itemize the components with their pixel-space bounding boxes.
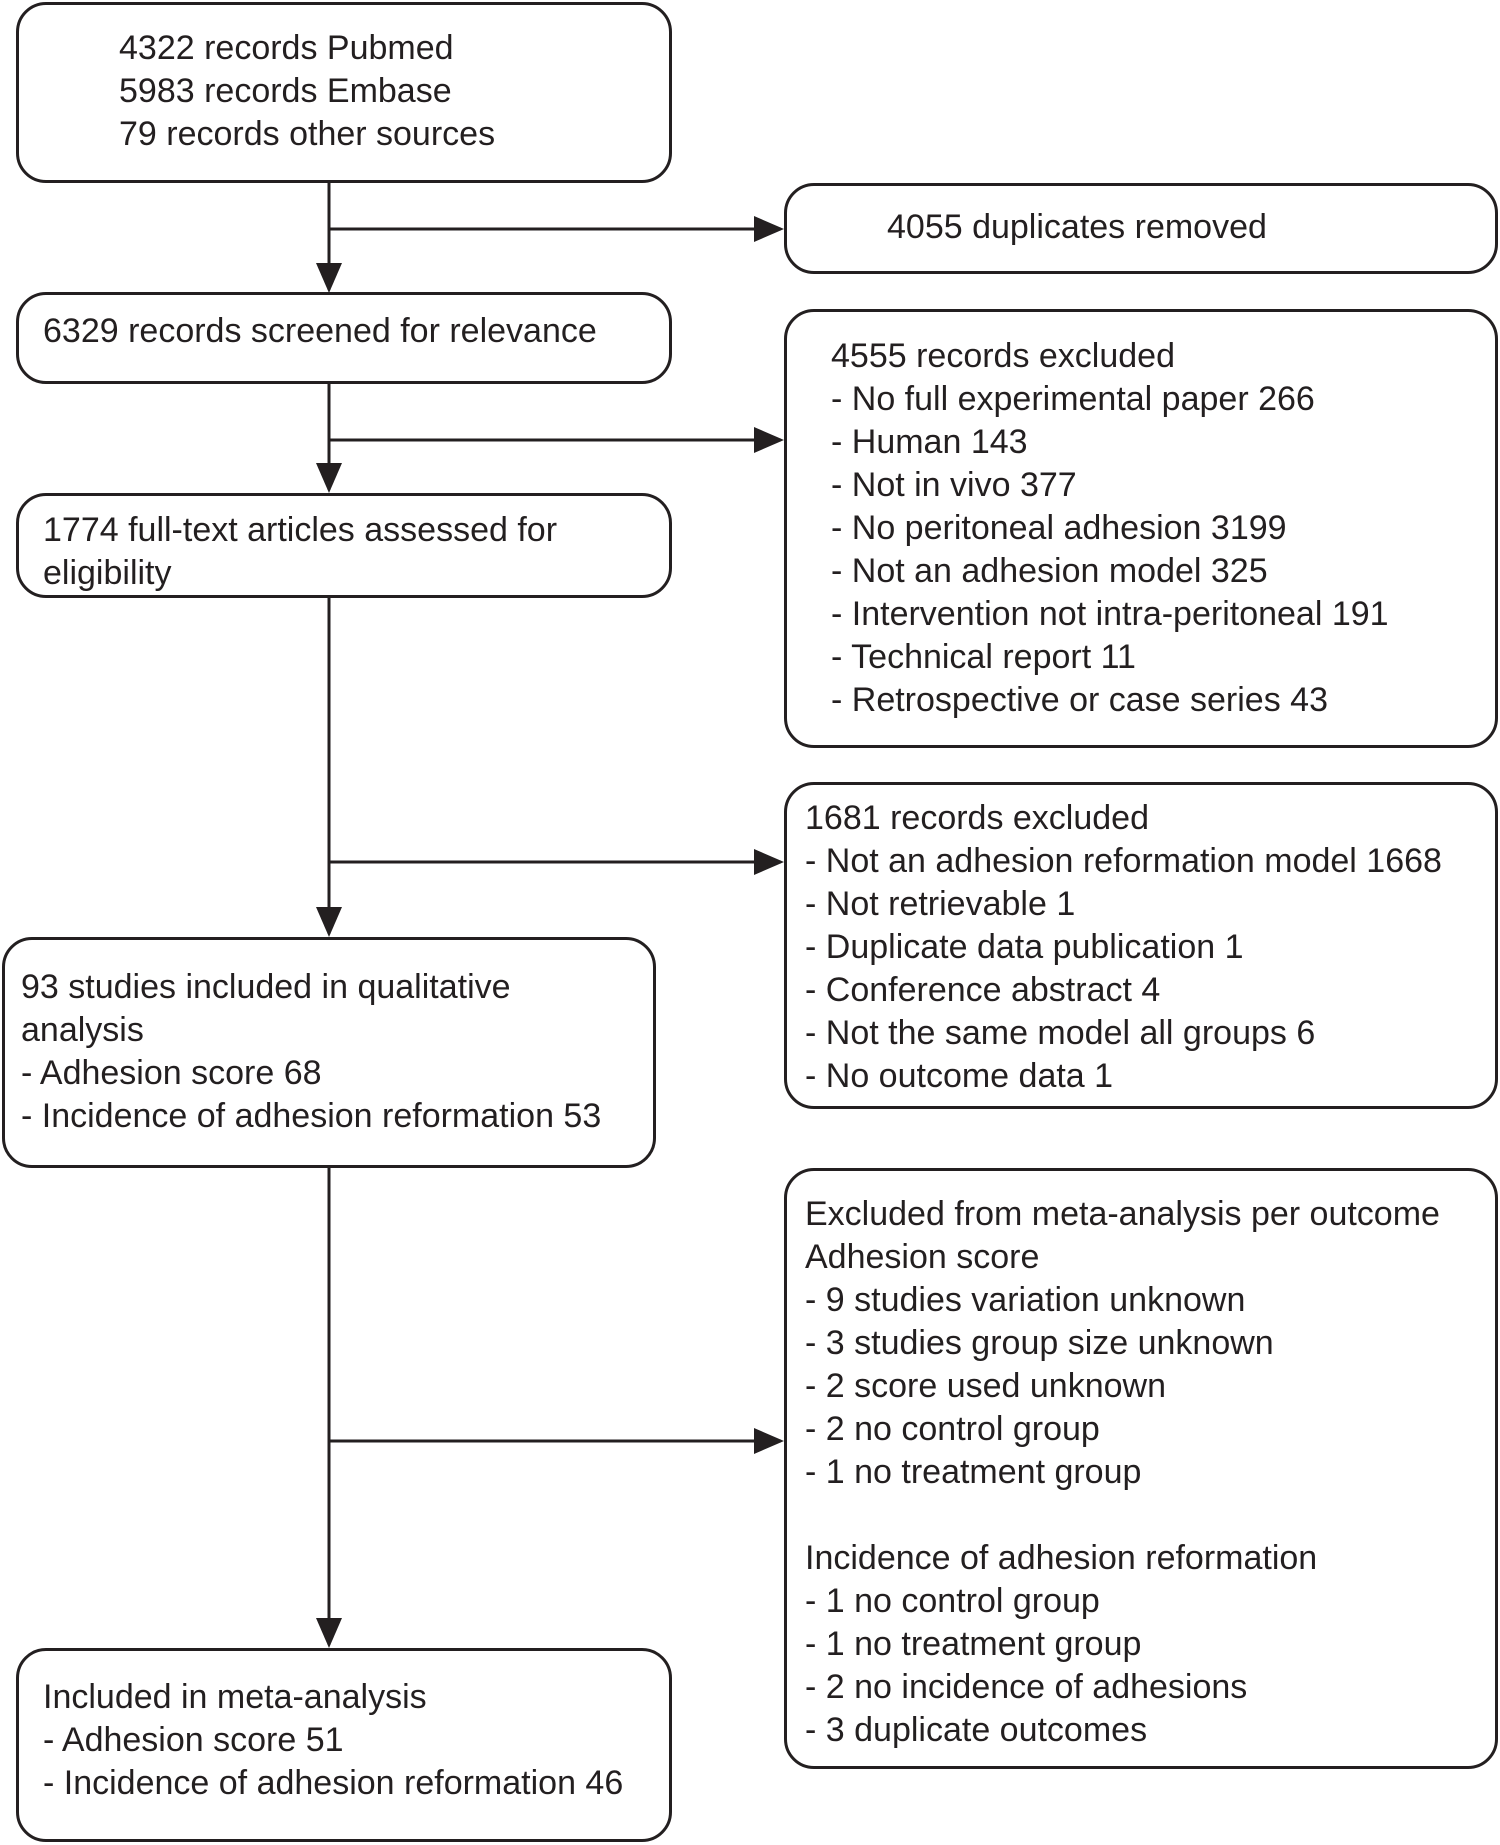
meta-excluded-item: - 1 no control group	[805, 1582, 1100, 1620]
duplicates-text: 4055 duplicates removed	[887, 208, 1267, 246]
meta-excluded-item: - 1 no treatment group	[805, 1453, 1142, 1491]
meta-excluded-item: - 2 no incidence of adhesions	[805, 1668, 1248, 1706]
section-spacer	[805, 1494, 1495, 1537]
meta-excluded-item: - 9 studies variation unknown	[805, 1281, 1246, 1319]
screening-excluded-item: - Human 143	[831, 423, 1028, 461]
screening-excluded-item: - Not an adhesion model 325	[831, 552, 1268, 590]
screening-excluded-title: 4555 records excluded	[831, 337, 1176, 375]
screening-excluded-box: 4555 records excluded - No full experime…	[784, 309, 1498, 748]
eligibility-excluded-box: 1681 records excluded - Not an adhesion …	[784, 782, 1498, 1109]
meta-excluded-item: - 2 no control group	[805, 1410, 1100, 1448]
meta-excluded-item: - 2 score used unknown	[805, 1367, 1166, 1405]
screening-excluded-item: - Not in vivo 377	[831, 466, 1077, 504]
qualitative-box: 93 studies included in qualitative analy…	[2, 937, 656, 1168]
qualitative-line: - Incidence of adhesion reformation 53	[21, 1097, 602, 1135]
qualitative-line: 93 studies included in qualitative	[21, 968, 511, 1006]
identification-line: 79 records other sources	[119, 115, 496, 153]
identification-line: 4322 records Pubmed	[119, 29, 454, 67]
eligibility-excluded-item: - No outcome data 1	[805, 1057, 1114, 1095]
eligibility-excluded-title: 1681 records excluded	[805, 799, 1150, 837]
duplicates-box: 4055 duplicates removed	[784, 183, 1498, 274]
eligibility-excluded-item: - Duplicate data publication 1	[805, 928, 1244, 966]
meta-included-line: - Adhesion score 51	[43, 1721, 344, 1759]
eligibility-line: 1774 full-text articles assessed for	[43, 511, 558, 549]
screening-excluded-item: - No full experimental paper 266	[831, 380, 1315, 418]
screening-box: 6329 records screened for relevance	[16, 292, 672, 384]
eligibility-excluded-item: - Not retrievable 1	[805, 885, 1076, 923]
meta-excluded-item: - 1 no treatment group	[805, 1625, 1142, 1663]
screening-excluded-item: - No peritoneal adhesion 3199	[831, 509, 1287, 547]
screening-text: 6329 records screened for relevance	[43, 312, 597, 350]
eligibility-excluded-item: - Not the same model all groups 6	[805, 1014, 1316, 1052]
meta-excluded-section-title: Adhesion score	[805, 1238, 1040, 1276]
eligibility-excluded-item: - Conference abstract 4	[805, 971, 1161, 1009]
meta-excluded-title: Excluded from meta-analysis per outcome	[805, 1195, 1440, 1233]
eligibility-line: eligibility	[43, 554, 172, 592]
meta-excluded-box: Excluded from meta-analysis per outcome …	[784, 1168, 1498, 1769]
qualitative-line: analysis	[21, 1011, 144, 1049]
meta-excluded-section-title: Incidence of adhesion reformation	[805, 1539, 1318, 1577]
screening-excluded-item: - Technical report 11	[831, 638, 1136, 676]
identification-line: 5983 records Embase	[119, 72, 452, 110]
meta-included-line: Included in meta-analysis	[43, 1678, 427, 1716]
meta-excluded-item: - 3 duplicate outcomes	[805, 1711, 1148, 1749]
eligibility-box: 1774 full-text articles assessed for eli…	[16, 493, 672, 598]
meta-included-box: Included in meta-analysis - Adhesion sco…	[16, 1648, 672, 1842]
screening-excluded-item: - Intervention not intra-peritoneal 191	[831, 595, 1389, 633]
meta-excluded-item: - 3 studies group size unknown	[805, 1324, 1274, 1362]
meta-included-line: - Incidence of adhesion reformation 46	[43, 1764, 624, 1802]
screening-excluded-item: - Retrospective or case series 43	[831, 681, 1328, 719]
identification-box: 4322 records Pubmed 5983 records Embase …	[16, 2, 672, 183]
qualitative-line: - Adhesion score 68	[21, 1054, 322, 1092]
eligibility-excluded-item: - Not an adhesion reformation model 1668	[805, 842, 1442, 880]
